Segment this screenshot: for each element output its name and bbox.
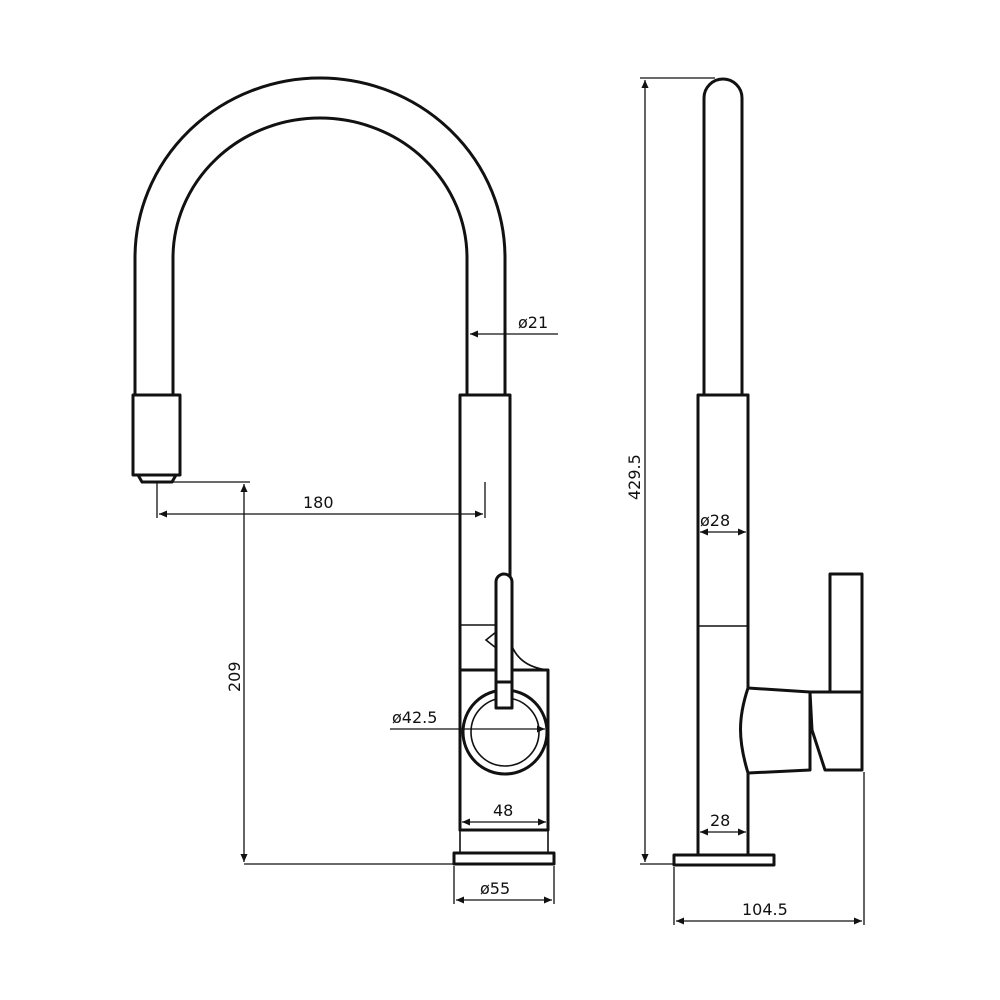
front-lever-housing-curve: [509, 639, 549, 671]
dim-lever-label: ø42.5: [392, 708, 437, 727]
front-dimensions: ø21 180 209 ø42.5 48 ø55: [156, 313, 558, 904]
side-base-plate: [672, 853, 776, 867]
front-spray-head: [131, 393, 182, 477]
front-gooseneck-hose: [133, 76, 507, 397]
front-base-plate: [452, 851, 556, 866]
side-body: [696, 393, 750, 857]
dim-height-label: 209: [225, 661, 244, 692]
dim-body-front-label: 48: [493, 801, 513, 820]
side-hose: [702, 77, 744, 397]
dim-reach-label: 180: [303, 493, 334, 512]
dim-total-height-label: 429.5: [625, 454, 644, 500]
side-view: [672, 77, 864, 867]
front-spray-nozzle: [136, 473, 178, 484]
dim-hose-label: ø21: [518, 313, 548, 332]
dim-body-diameter-label: ø28: [700, 511, 730, 530]
front-lever-tab: [484, 630, 497, 650]
side-dimensions: 429.5 ø28 28 104.5: [625, 77, 865, 925]
dim-body-side-label: 28: [710, 811, 730, 830]
side-lever-housing: [739, 686, 812, 775]
front-view: [131, 76, 556, 866]
front-lever-stem: [494, 680, 514, 710]
dim-depth-label: 104.5: [742, 900, 788, 919]
side-lever-handle: [828, 572, 864, 694]
front-lever-handle: [494, 572, 514, 710]
side-lever-cap: [808, 690, 864, 772]
dim-base-label: ø55: [480, 879, 510, 898]
